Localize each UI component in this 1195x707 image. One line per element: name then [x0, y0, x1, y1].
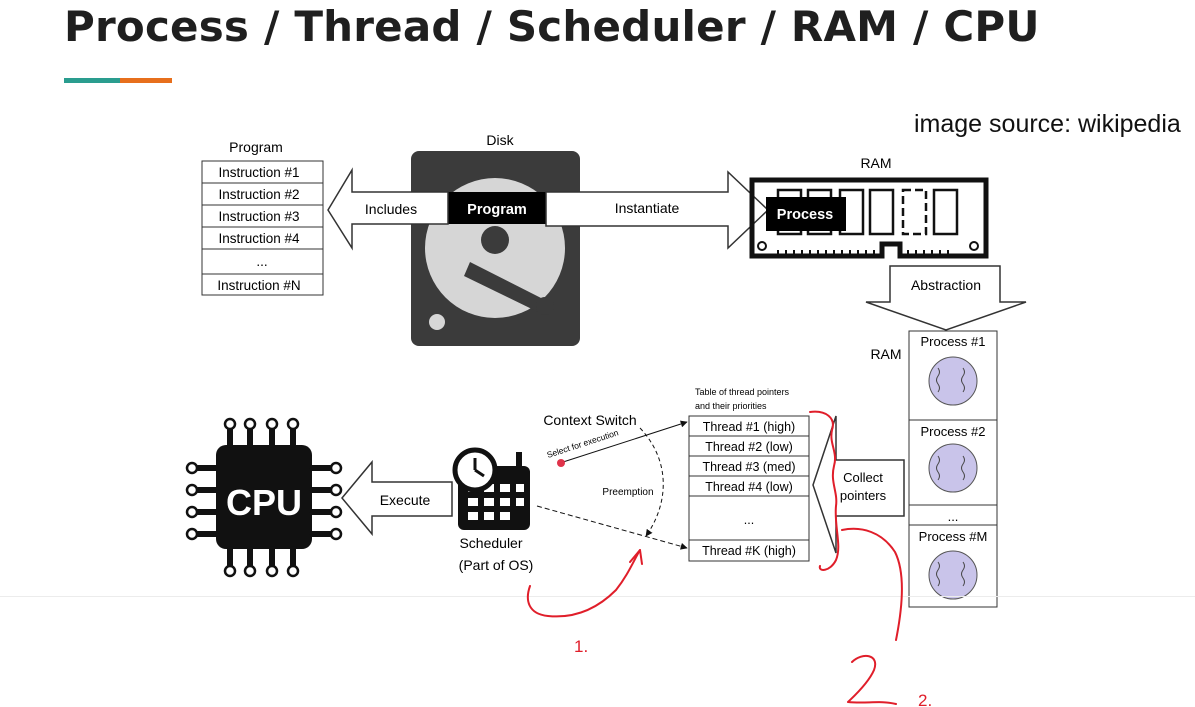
program-row: Instruction #N — [217, 278, 300, 293]
cpu-chip-icon — [185, 417, 343, 578]
instantiate-arrow — [545, 170, 770, 250]
title-accent-orange — [120, 78, 172, 83]
includes-label: Includes — [365, 201, 417, 217]
thread-squiggles — [936, 367, 965, 587]
disk-program-box — [448, 192, 546, 224]
thread-row: Thread #2 (low) — [705, 440, 793, 454]
preemption-curve — [639, 427, 664, 537]
execute-label: Execute — [380, 492, 431, 508]
handwritten-annotations — [526, 410, 903, 705]
annotation-digit-2-glyph — [847, 654, 897, 705]
ram-column-title: RAM — [870, 346, 901, 362]
process-label: Process #2 — [920, 424, 985, 439]
process-label: Process #M — [919, 529, 988, 544]
execute-arrow — [341, 459, 453, 537]
program-table — [201, 160, 324, 296]
program-table-title: Program — [229, 139, 283, 155]
abstraction-arrow — [865, 265, 1027, 331]
select-dot — [557, 459, 565, 467]
hard-disk-icon — [411, 151, 580, 346]
scheduler-to-thread-k-line — [536, 505, 688, 550]
annotation-mark-1: 1. — [574, 637, 588, 656]
program-row: Instruction #4 — [218, 231, 300, 246]
annotation-bracket-2 — [809, 410, 840, 571]
collect-label-line2: pointers — [840, 488, 887, 503]
program-row: Instruction #1 — [218, 165, 299, 180]
program-row: ... — [256, 254, 267, 269]
preemption-label: Preemption — [602, 487, 653, 498]
annotation-stroke-2 — [841, 527, 903, 641]
program-row: Instruction #2 — [218, 187, 299, 202]
scheduler-label-line2: (Part of OS) — [459, 557, 534, 573]
instantiate-label: Instantiate — [615, 200, 680, 216]
thread-table-caption-line1: Table of thread pointers — [695, 387, 790, 397]
title-accent-teal — [64, 78, 120, 83]
thread-row: Thread #K (high) — [702, 544, 796, 558]
context-switch-label: Context Switch — [543, 412, 636, 428]
cpu-label: CPU — [226, 482, 302, 523]
disk-program-label: Program — [467, 202, 527, 218]
annotation-stroke-1 — [526, 549, 641, 618]
thread-table-caption-line2: and their priorities — [695, 401, 767, 411]
thread-row: Thread #1 (high) — [703, 420, 795, 434]
scheduler-calendar-icon — [452, 447, 530, 530]
thread-row: Thread #4 (low) — [705, 480, 793, 494]
collect-label-line1: Collect — [843, 470, 883, 485]
process-thread-circles — [928, 356, 978, 600]
includes-arrow — [327, 167, 449, 251]
ram-stick-title: RAM — [860, 155, 891, 171]
select-line — [559, 420, 688, 464]
thread-row: Thread #3 (med) — [702, 460, 795, 474]
process-label: Process #1 — [920, 334, 985, 349]
scheduler-label-line1: Scheduler — [459, 535, 522, 551]
disk-title: Disk — [486, 132, 514, 148]
annotation-arrowhead-1 — [629, 549, 643, 565]
select-for-execution-label: Select for execution — [546, 427, 620, 460]
program-row: Instruction #3 — [218, 209, 299, 224]
ram-process-box — [766, 197, 846, 231]
image-source-caption: image source: wikipedia — [914, 110, 1181, 138]
thread-row: ... — [744, 513, 754, 527]
thread-table — [688, 415, 810, 562]
abstraction-label: Abstraction — [911, 277, 981, 293]
slide-title: Process / Thread / Scheduler / RAM / CPU — [64, 2, 1040, 51]
slide-bottom-edge — [0, 596, 1195, 597]
annotation-mark-2: 2. — [918, 691, 932, 707]
process-label: ... — [948, 509, 959, 524]
ram-process-label: Process — [777, 207, 833, 223]
